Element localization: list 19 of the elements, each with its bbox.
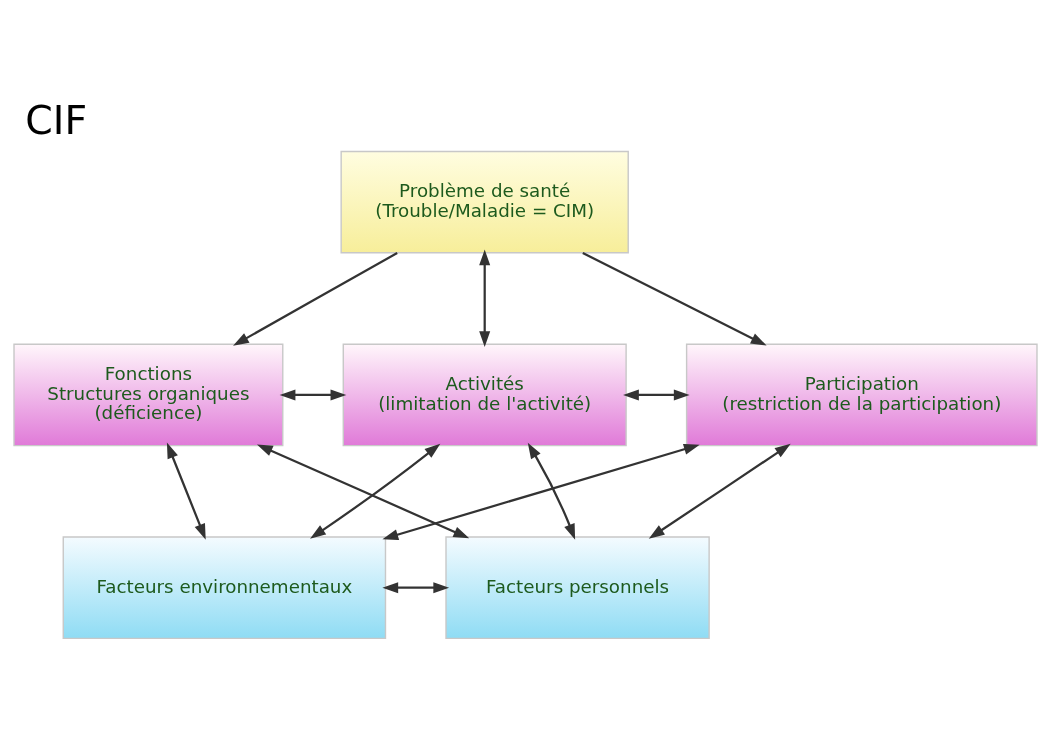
node-box: Fonctions Structures organiques (déficience) (13, 343, 284, 446)
arrow (279, 388, 347, 400)
arrow (582, 251, 767, 346)
arrow (166, 442, 206, 540)
arrow (527, 442, 576, 540)
arrow (623, 388, 690, 400)
arrow (648, 443, 791, 539)
node-box: Problème de santé (Trouble/Maladie = CIM) (340, 150, 629, 254)
arrow (382, 581, 450, 593)
node-box: Facteurs personnels (445, 535, 710, 639)
node-box: Participation (restriction de la participation) (685, 343, 1038, 446)
node-box: Facteurs environnementaux (62, 535, 387, 639)
node-box: Activités (limitation de l'activité) (342, 343, 627, 446)
arrow (310, 443, 441, 539)
arrow (479, 249, 491, 347)
arrow (233, 251, 398, 346)
arrow (256, 443, 470, 538)
arrow (382, 443, 700, 540)
diagram-title: CIF (25, 96, 88, 143)
